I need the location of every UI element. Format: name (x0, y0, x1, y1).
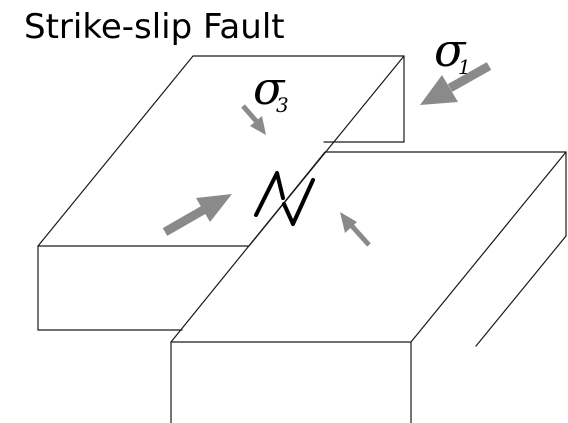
left-fault-block (38, 56, 404, 330)
right-block-side-bottom-edge (476, 236, 566, 346)
sigma3-right-arrow-icon (340, 212, 369, 245)
sigma1-label: σ 1 (434, 23, 471, 79)
right-block-top-face (171, 152, 566, 342)
sigma1-subscript: 1 (458, 55, 471, 79)
sigma3-label: σ 3 (253, 61, 289, 117)
right-fault-block (171, 152, 566, 423)
slip-sense-half-arrow-icon (256, 173, 313, 224)
diagram-title: Strike-slip Fault (24, 7, 285, 47)
right-block-slip-half-arrow (284, 180, 313, 224)
sigma1-left-block-arrow-icon (165, 194, 232, 232)
sigma3-subscript: 3 (276, 93, 289, 117)
